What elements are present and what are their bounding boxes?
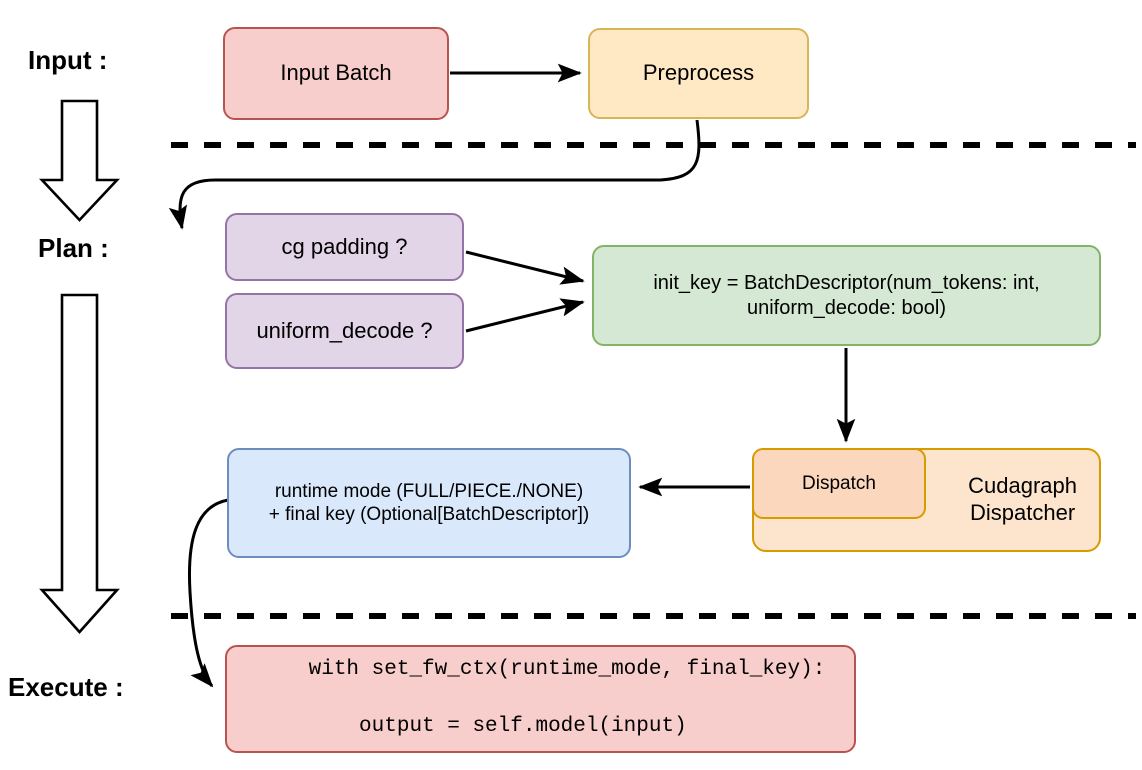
node-dispatch[interactable]: Dispatch — [752, 448, 926, 519]
node-dispatch-label: Dispatch — [802, 472, 876, 494]
node-execute-code[interactable]: with set_fw_ctx(runtime_mode, final_key)… — [225, 645, 856, 753]
node-init-key-line2: uniform_decode: bool) — [746, 296, 946, 319]
node-uniform-decode-label: uniform_decode ? — [256, 317, 433, 343]
stage-label-input: Input : — [28, 45, 108, 75]
node-runtime-mode[interactable]: runtime mode (FULL/PIECE./NONE) + final … — [227, 448, 631, 558]
stage-label-execute: Execute : — [8, 672, 124, 702]
node-init-key-line1: init_key = BatchDescriptor(num_tokens: i… — [653, 272, 1040, 295]
node-cudagraph-dispatcher-line1: Cudagraph — [968, 473, 1077, 499]
edge-uniform-decode-to-init-key — [465, 298, 585, 333]
node-init-key[interactable]: init_key = BatchDescriptor(num_tokens: i… — [592, 245, 1101, 346]
node-cg-padding[interactable]: cg padding ? — [225, 213, 464, 281]
plan-to-execute-arrow — [39, 293, 120, 634]
node-runtime-mode-text: runtime mode (FULL/PIECE./NONE) + final … — [269, 480, 590, 526]
node-preprocess[interactable]: Preprocess — [588, 28, 809, 119]
node-input-batch[interactable]: Input Batch — [223, 27, 449, 120]
node-cudagraph-dispatcher-line2: Dispatcher — [969, 500, 1076, 525]
edge-cg-padding-to-init-key — [465, 250, 585, 285]
node-execute-code-line2: output = self.model(input) — [308, 715, 687, 739]
node-runtime-mode-line2: + final key (Optional[BatchDescriptor]) — [268, 504, 590, 525]
input-to-plan-arrow — [38, 99, 121, 222]
node-runtime-mode-line1: runtime mode (FULL/PIECE./NONE) — [274, 480, 584, 502]
node-execute-code-line1: with set_fw_ctx(runtime_mode, final_key)… — [308, 658, 826, 682]
node-input-batch-label: Input Batch — [280, 60, 392, 86]
edge-runtime-mode-to-execute — [187, 498, 229, 688]
node-init-key-text: init_key = BatchDescriptor(num_tokens: i… — [653, 271, 1039, 320]
stage-label-plan: Plan : — [38, 233, 109, 263]
node-cg-padding-label: cg padding ? — [281, 233, 408, 259]
node-execute-code-text: with set_fw_ctx(runtime_mode, final_key)… — [233, 628, 826, 770]
node-cudagraph-dispatcher-text: Cudagraph Dispatcher — [968, 473, 1077, 527]
edge-preprocess-to-plan — [168, 119, 701, 230]
node-preprocess-label: Preprocess — [642, 60, 755, 86]
node-uniform-decode[interactable]: uniform_decode ? — [225, 293, 464, 369]
